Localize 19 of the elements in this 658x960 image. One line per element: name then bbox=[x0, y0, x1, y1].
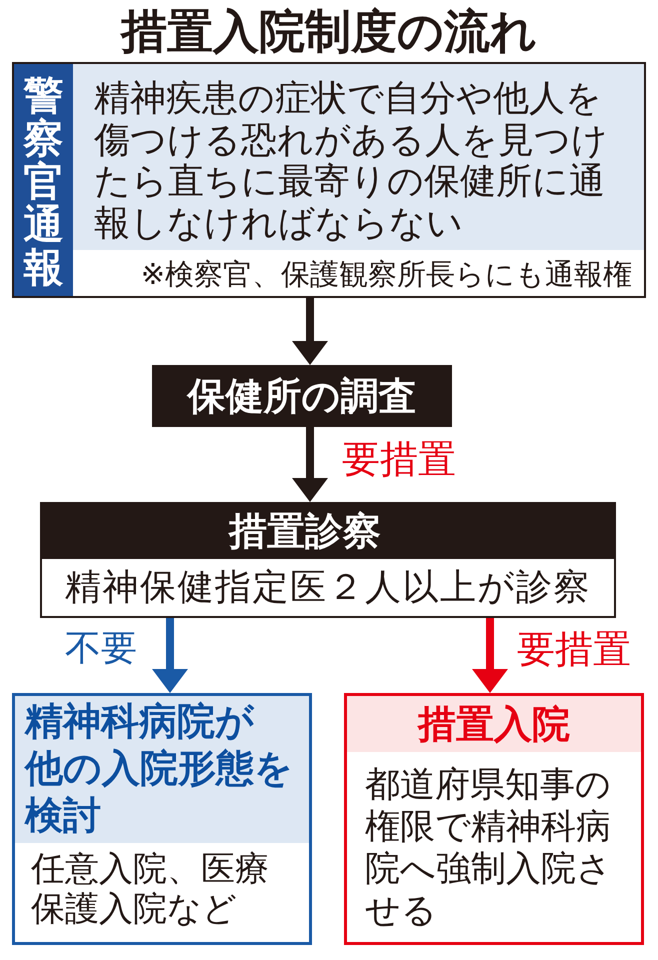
header-band: 精神科病院が他の入院形態を検討 bbox=[15, 696, 309, 843]
arrow bbox=[152, 618, 188, 693]
body-text: 精神保健指定医２人以上が診察 bbox=[65, 566, 591, 610]
body-text: 任意入院、医療保護入院など bbox=[31, 849, 270, 929]
description-panel: 精神疾患の症状で自分や他人を傷つける恐れがある人を見つけたら直ちに最寄りの保健所に通報しなければならない bbox=[73, 64, 644, 250]
process-box bbox=[40, 502, 616, 618]
footnote: ※検察官、保護観察所長らにも通報権 bbox=[140, 256, 632, 293]
header-band: 措置入院 bbox=[347, 696, 641, 752]
outcome-box bbox=[344, 693, 644, 945]
body-text: 都道府県知事の権限で精神科病院へ強制入院させる bbox=[365, 764, 613, 932]
heading-band: 警察官通報 bbox=[14, 64, 73, 296]
title: 措置入院制度の流れ bbox=[121, 6, 537, 56]
outcome-box bbox=[12, 693, 312, 945]
arrow bbox=[292, 427, 328, 502]
header-band: 措置診察 bbox=[42, 504, 614, 559]
arrow bbox=[472, 618, 508, 693]
arrow bbox=[292, 298, 328, 365]
process-box: 保健所の調査 bbox=[152, 365, 452, 427]
notice-box bbox=[12, 62, 646, 298]
